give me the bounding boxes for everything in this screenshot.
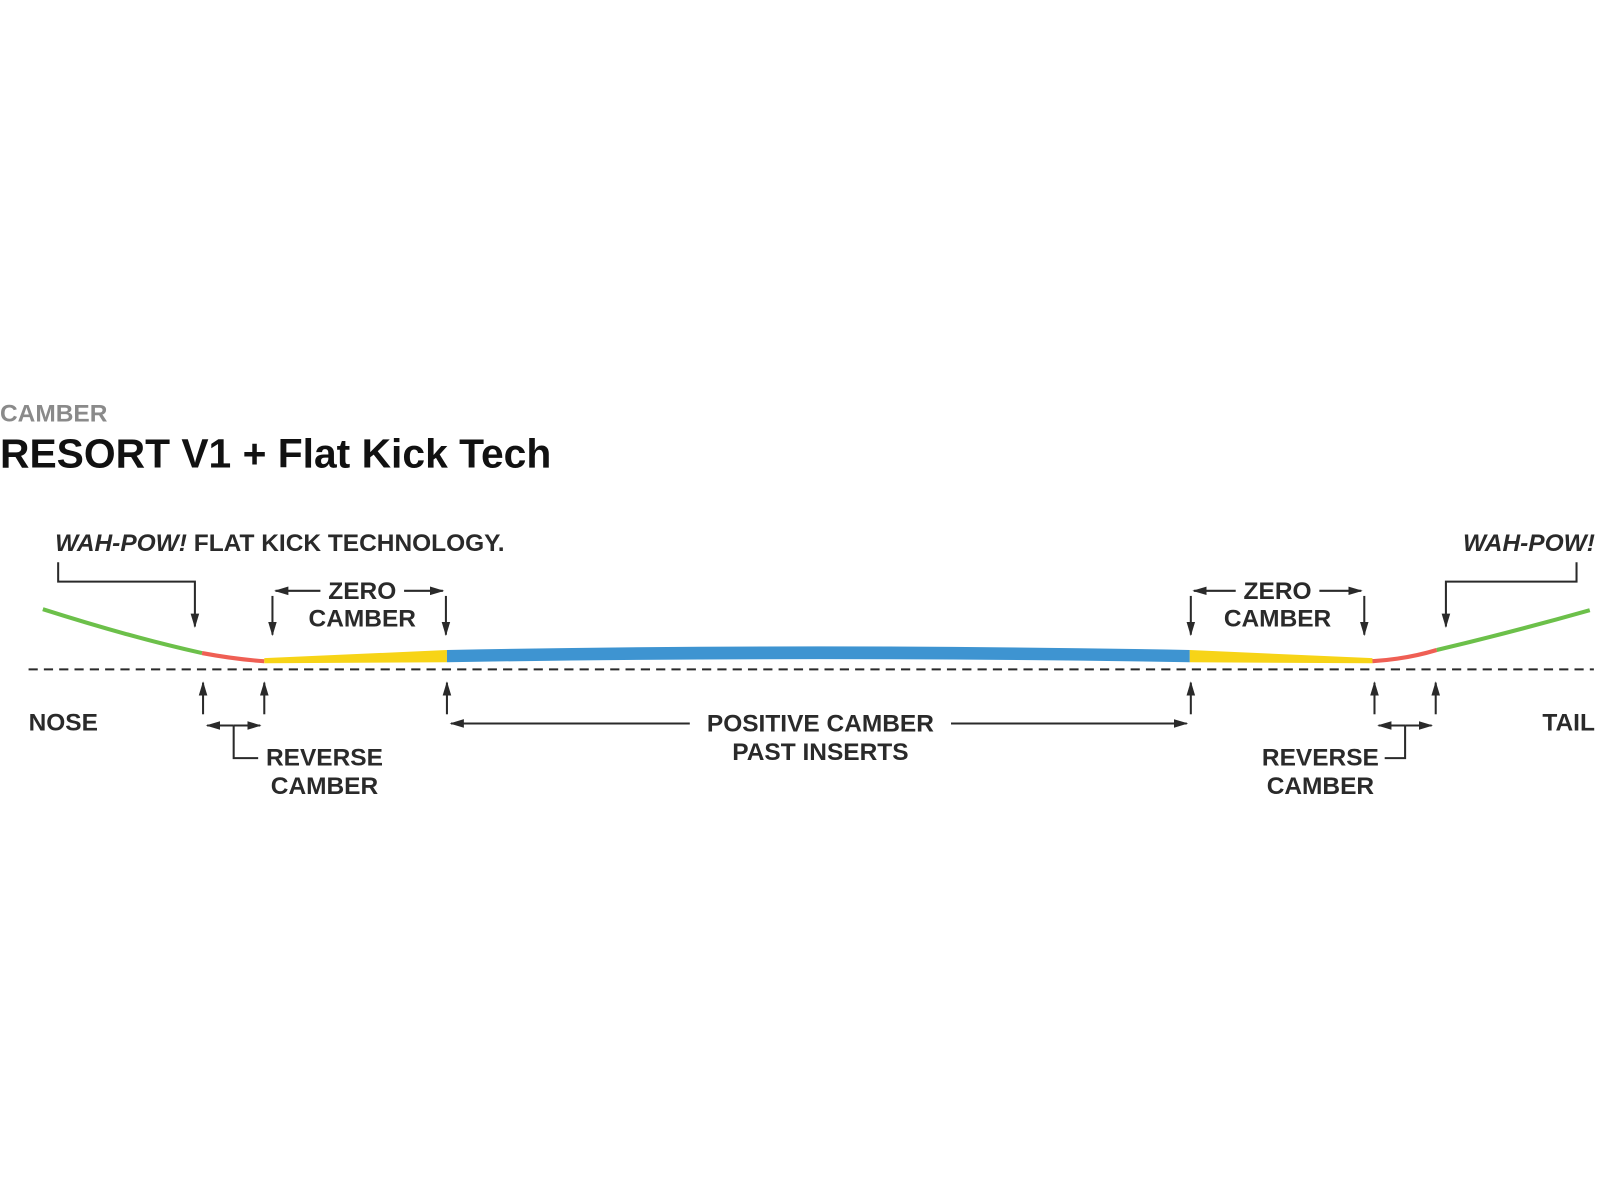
tail-zero-camber-segment xyxy=(1189,650,1373,664)
nose-reverse-camber-segment xyxy=(201,651,265,664)
tail-label: TAIL xyxy=(1542,710,1595,737)
positive-camber-segment xyxy=(446,646,1190,663)
tail-flat-kick-segment xyxy=(1436,608,1591,652)
tail-reverse-camber-segment xyxy=(1372,648,1438,664)
wahpow-right-pointer xyxy=(1441,562,1578,628)
reverse-camber-right-line2: CAMBER xyxy=(1267,773,1375,800)
nose-label: NOSE xyxy=(29,710,98,737)
nose-flat-kick-segment xyxy=(42,607,203,656)
zero-camber-left-annotation: ZERO CAMBER xyxy=(268,578,451,637)
zero-camber-left-line2: CAMBER xyxy=(309,606,417,633)
reverse-camber-left-line1: REVERSE xyxy=(266,744,383,771)
positive-camber-annotation: POSITIVE CAMBER PAST INSERTS xyxy=(442,681,1196,766)
wahpow-left-label: WAH-POW! FLAT KICK TECHNOLOGY. xyxy=(55,530,504,557)
reverse-camber-right-line1: REVERSE xyxy=(1262,744,1379,771)
zero-camber-right-line2: CAMBER xyxy=(1224,606,1332,633)
positive-camber-line2: PAST INSERTS xyxy=(732,739,908,766)
zero-camber-left-line1: ZERO xyxy=(328,578,396,605)
category-label: CAMBER xyxy=(0,400,108,427)
zero-camber-right-annotation: ZERO CAMBER xyxy=(1186,578,1369,637)
reverse-camber-right-annotation: REVERSE CAMBER xyxy=(1262,681,1440,800)
board-profile xyxy=(42,607,1591,664)
wahpow-left-pointer xyxy=(57,562,200,628)
reverse-camber-left-annotation: REVERSE CAMBER xyxy=(198,681,383,800)
zero-camber-right-line1: ZERO xyxy=(1244,578,1312,605)
wahpow-right-label: WAH-POW! xyxy=(1463,530,1595,557)
reverse-camber-left-line2: CAMBER xyxy=(271,773,379,800)
positive-camber-line1: POSITIVE CAMBER xyxy=(707,711,934,738)
nose-zero-camber-segment xyxy=(264,650,447,664)
page-title: RESORT V1 + Flat Kick Tech xyxy=(0,430,551,476)
